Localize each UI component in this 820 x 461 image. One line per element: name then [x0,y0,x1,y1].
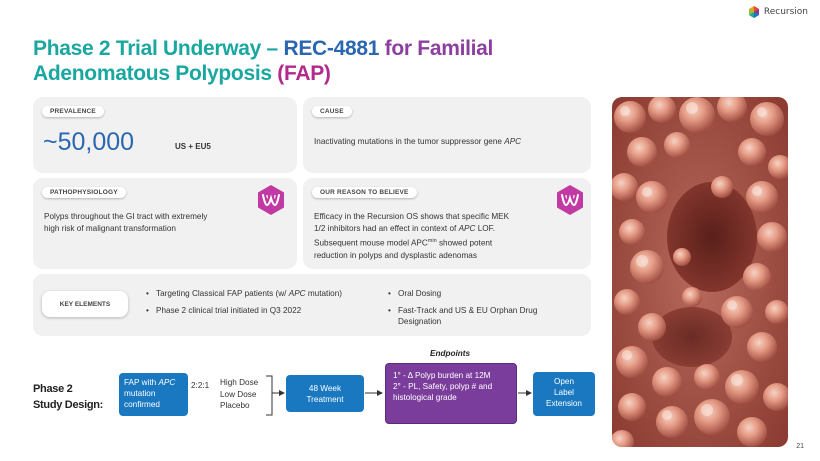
extension-box: Open Label Extension [533,372,595,416]
box-text: 48 Week [308,383,342,393]
reason-card: OUR REASON TO BELIEVE Efficacy in the Re… [303,178,591,269]
study-design-heading: Phase 2 Study Design: [33,381,103,413]
list-item: Oral Dosing [388,288,563,299]
title-part: Phase 2 Trial Underway – [33,37,284,60]
box-text: 1° - Δ Polyp burden at 12M [393,371,491,380]
reason-line: 1/2 inhibitors had an effect in context … [314,223,509,235]
cause-card: CAUSE Inactivating mutations in the tumo… [303,97,591,173]
dose-arms: High Dose Low Dose Placebo [220,377,258,412]
box-text: Extension [546,399,582,408]
page-title: Phase 2 Trial Underway – REC-4881 for Fa… [33,36,493,86]
title-part: for Familial [379,37,494,60]
box-gene: APC [158,378,176,387]
eligibility-box: FAP with APC mutation confirmed [119,373,188,416]
box-text: histological grade [393,393,457,402]
reason-line-part: LOF. [475,224,496,233]
cause-label: CAUSE [312,106,352,117]
box-text: Treatment [306,394,344,404]
list-item-text: mutation) [305,289,342,298]
endpoints-label: Endpoints [430,349,471,358]
arm-label: Placebo [220,401,250,410]
endpoints-box: 1° - Δ Polyp burden at 12M 2° - PL, Safe… [385,363,517,424]
key-elements-label: KEY ELEMENTS [42,291,128,317]
reason-line-part: showed potent [436,238,493,248]
box-text: confirmed [124,400,160,409]
pathophysiology-line: Polyps throughout the GI tract with extr… [44,212,208,221]
cause-text-main: Inactivating mutations in the tumor supp… [314,137,505,146]
study-heading-line: Study Design: [33,399,104,411]
box-text: Label [553,388,575,397]
list-item: Phase 2 clinical trial initiated in Q3 2… [146,305,386,316]
reason-superscript: min [427,238,437,244]
recursion-logo: Recursion [748,6,808,18]
title-part: Adenomatous Polyposis [33,62,278,85]
logo-text: Recursion [763,7,808,17]
box-text: 2° - PL, Safety, polyp # and [393,382,493,391]
cause-gene: APC [504,137,522,146]
recursion-logo-icon [748,6,759,18]
reason-label: OUR REASON TO BELIEVE [312,187,417,198]
box-text: FAP with [124,378,159,387]
reason-line: Efficacy in the Recursion OS shows that … [314,212,510,221]
prevalence-region: US + EU5 [175,142,211,151]
polyp-tissue-image [612,97,788,447]
reason-line-part: 1/2 inhibitors had an effect in context … [314,224,459,233]
list-item-text: Phase 2 clinical trial initiated in Q3 2… [156,306,302,315]
study-heading-line: Phase 2 [33,383,73,395]
key-elements-right-list: Oral Dosing Fast-Track and US & EU Orpha… [388,288,563,333]
title-abbrev: (FAP) [277,62,331,85]
reason-gene: APC [458,224,476,233]
randomization-ratio: 2:2:1 [191,381,210,390]
key-elements-left-list: Targeting Classical FAP patients (w/ APC… [146,288,386,322]
hexagon-w-icon [258,185,284,215]
prevalence-label: PREVALENCE [42,106,104,117]
reason-line: reduction in polyps and dysplastic adeno… [314,250,477,260]
treatment-box: 48 Week Treatment [286,375,364,412]
box-text: mutation [124,389,156,398]
prevalence-card: PREVALENCE ~50,000 US + EU5 [33,97,297,173]
arm-label: Low Dose [220,389,257,399]
list-item-gene: APC [288,289,306,298]
bracket [266,375,273,416]
list-item-text: Targeting Classical FAP patients (w/ [156,289,289,298]
reason-text: Efficacy in the Recursion OS shows that … [314,211,509,262]
title-drug-name: REC-4881 [283,37,380,60]
list-item: Targeting Classical FAP patients (w/ APC… [146,288,386,299]
hexagon-w-icon [557,185,583,215]
box-text: Open [553,377,575,386]
reason-line: Subsequent mouse model APCmin showed pot… [314,235,509,250]
pathophysiology-card: PATHOPHYSIOLOGY Polyps throughout the GI… [33,178,297,269]
arm-label: High Dose [220,378,259,387]
pathophysiology-label: PATHOPHYSIOLOGY [42,187,126,198]
prevalence-value: ~50,000 [43,128,135,156]
reason-line-part: Subsequent mouse model APC [314,238,428,248]
list-item: Fast-Track and US & EU Orphan Drug Desig… [388,305,563,327]
pathophysiology-text: Polyps throughout the GI tract with extr… [44,211,207,235]
cause-text: Inactivating mutations in the tumor supp… [314,136,521,148]
page-number: 21 [796,443,804,450]
pathophysiology-line: high risk of malignant transformation [44,224,176,233]
key-elements-card: KEY ELEMENTS Targeting Classical FAP pat… [33,274,591,336]
polyp-tissue-photo [612,97,788,447]
